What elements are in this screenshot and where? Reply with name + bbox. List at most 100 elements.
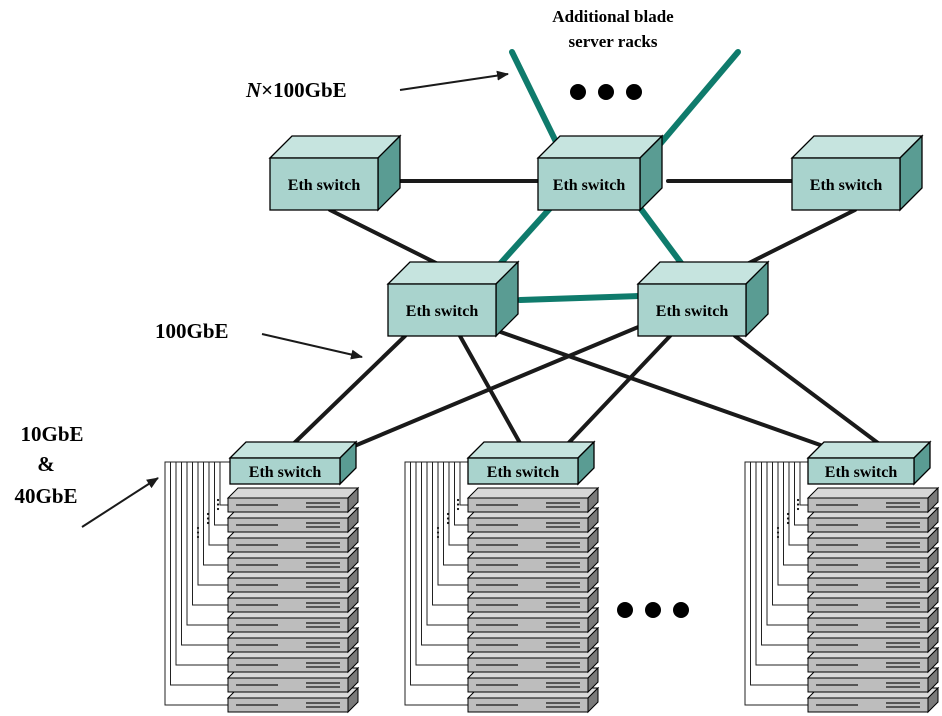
rack-cable	[410, 461, 470, 686]
server-top-face	[226, 487, 360, 499]
rack-cable	[761, 461, 810, 646]
server-front-face	[467, 537, 589, 553]
switch-front-face	[387, 283, 497, 337]
switch-label: Eth switch	[406, 303, 479, 320]
additional-racks-label-line2: server racks	[569, 32, 658, 51]
server-front-face	[807, 577, 929, 593]
server-front-face	[807, 697, 929, 713]
blade-server	[466, 566, 600, 594]
switch-label: Eth switch	[487, 464, 560, 481]
switch-label: Eth switch	[249, 464, 322, 481]
server-front-face	[227, 637, 349, 653]
server-front-face	[227, 517, 349, 533]
server-rack-1	[164, 461, 360, 714]
black-links	[283, 179, 892, 454]
blade-server	[466, 486, 600, 514]
server-front-face	[807, 617, 929, 633]
eth-switch-agg-left[interactable]: Eth switch	[386, 260, 520, 338]
rack-cables	[164, 461, 230, 706]
switch-front-face	[807, 457, 915, 485]
eth-switch-rack-2[interactable]: Eth switch	[466, 440, 596, 486]
server-front-face	[227, 597, 349, 613]
rack-cable	[750, 461, 810, 686]
server-front-face	[227, 557, 349, 573]
server-front-face	[227, 697, 349, 713]
rack-cable	[404, 461, 470, 706]
ellipsis-icon-top	[570, 84, 642, 100]
switch-label: Eth switch	[810, 177, 883, 194]
server-front-face	[467, 597, 589, 613]
ellipsis-icon-bottom	[617, 602, 689, 618]
eth-switch-core-center[interactable]: Eth switch	[536, 134, 664, 212]
eth-switch-rack-3[interactable]: Eth switch	[806, 440, 932, 486]
server-rack-3	[744, 461, 940, 714]
switch-front-face	[269, 157, 379, 211]
nx100gbe-label-n: N	[245, 78, 262, 102]
switch-top-face	[466, 441, 596, 459]
gbe100-label: 100GbE	[155, 319, 229, 343]
server-front-face	[807, 537, 929, 553]
server-top-face	[466, 487, 600, 499]
server-front-face	[467, 697, 589, 713]
rack-cable	[214, 461, 230, 526]
server-front-face	[807, 657, 929, 673]
eth-switch-core-left[interactable]: Eth switch	[268, 134, 402, 212]
server-front-face	[467, 517, 589, 533]
server-racks	[164, 461, 940, 714]
server-front-face	[807, 677, 929, 693]
switch-front-face	[467, 457, 579, 485]
link-uplink-left	[509, 49, 563, 153]
blade-server	[806, 486, 940, 514]
switch-top-face	[228, 441, 358, 459]
switch-front-face	[791, 157, 901, 211]
switch-label: Eth switch	[825, 464, 898, 481]
switch-top-face	[806, 441, 932, 459]
gbe-label-line1: 10GbE	[20, 422, 83, 446]
server-front-face	[807, 557, 929, 573]
server-rack-2	[404, 461, 600, 714]
server-front-face	[807, 597, 929, 613]
switch-front-face	[229, 457, 341, 485]
nx100gbe-label: N×100GbE	[245, 78, 347, 102]
switch-label: Eth switch	[288, 177, 361, 194]
server-front-face	[227, 577, 349, 593]
eth-switch-agg-right[interactable]: Eth switch	[636, 260, 770, 338]
server-front-face	[807, 637, 929, 653]
server-front-face	[227, 677, 349, 693]
server-front-face	[467, 677, 589, 693]
gbe-label-line2: &	[37, 452, 55, 476]
switch-label: Eth switch	[553, 177, 626, 194]
rack-cable	[744, 461, 810, 706]
link-agg2-to-rack3	[733, 334, 892, 454]
link-agg-to-agg	[517, 293, 643, 303]
link-agg1-to-rack1	[283, 334, 407, 454]
rack-cable	[164, 461, 230, 706]
server-front-face	[467, 577, 589, 593]
blade-server	[226, 586, 360, 614]
server-front-face	[807, 497, 929, 513]
annotations: Additional blade server racks N×100GbE 1…	[14, 7, 674, 508]
server-front-face	[467, 557, 589, 573]
rack-cable	[421, 461, 470, 646]
eth-switch-core-right[interactable]: Eth switch	[790, 134, 924, 212]
server-front-face	[467, 497, 589, 513]
link-agg1-to-rack3	[493, 328, 842, 454]
cable-ellipsis-icon	[776, 498, 800, 539]
server-front-face	[467, 637, 589, 653]
link-agg2-to-rack1	[338, 318, 657, 454]
additional-racks-label-line1: Additional blade	[552, 7, 674, 26]
cable-ellipsis-icon	[196, 498, 220, 539]
eth-switch-rack-1[interactable]: Eth switch	[228, 440, 358, 486]
link-agg2-to-rack2	[558, 334, 672, 454]
arrow-icon-100gbe	[261, 333, 363, 360]
arrow-icon-10-40gbe	[81, 477, 159, 528]
rack-cable	[170, 461, 230, 686]
server-front-face	[807, 517, 929, 533]
rack-cables	[404, 461, 470, 706]
server-front-face	[227, 537, 349, 553]
switch-front-face	[637, 283, 747, 337]
server-front-face	[227, 617, 349, 633]
server-front-face	[227, 497, 349, 513]
